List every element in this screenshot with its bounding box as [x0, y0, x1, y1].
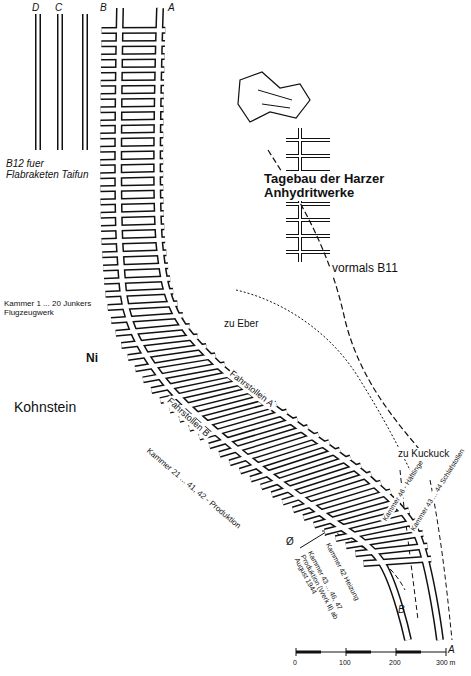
building-detail: [258, 90, 292, 108]
map-label: 300 m: [436, 659, 455, 667]
main-tunnel: [118, 8, 408, 640]
chamber: [100, 135, 163, 136]
static-features: [38, 14, 452, 656]
main-tunnel: [118, 8, 408, 640]
map-label: Ni: [86, 352, 98, 365]
map-label: B12 fuer Flabraketen Taifun: [6, 158, 98, 180]
map-label: Kammer 1 ... 20 Junkers Flugzeugwerk: [4, 300, 104, 318]
chamber: [199, 412, 287, 437]
chamber: [104, 279, 170, 281]
scale-bar: [296, 648, 446, 656]
building-outline: [238, 72, 310, 122]
map-label: B: [100, 2, 107, 13]
map-label: A: [448, 644, 455, 655]
chamber: [100, 161, 163, 162]
map-label: 100: [339, 659, 351, 667]
chamber: [101, 81, 164, 86]
chamber: [102, 253, 166, 255]
chamber: [100, 120, 163, 125]
chamber: [103, 266, 168, 268]
chamber: [102, 253, 166, 255]
chamber: [102, 240, 166, 242]
tunnel-outline: [100, 8, 440, 640]
map-label: A: [168, 2, 175, 13]
chamber: [101, 214, 164, 216]
b12-grid-inner: [38, 14, 85, 150]
chamber: [100, 201, 163, 203]
tunnel-inner: [100, 8, 440, 640]
map-label: Kammer 21 ... 41, 42 - Produktion: [144, 447, 242, 531]
chamber: [103, 266, 168, 268]
chamber: [102, 240, 166, 242]
tunnel-system: [100, 8, 440, 640]
chamber: [100, 187, 163, 188]
map-label: zu Kuckuck: [396, 448, 451, 459]
map-label: 200: [389, 659, 401, 667]
chamber: [101, 227, 164, 229]
b12-grid-outer: [38, 14, 85, 150]
chamber: [108, 304, 178, 308]
chamber: [325, 511, 409, 532]
map-label: D: [32, 2, 39, 13]
chamber: [100, 174, 163, 175]
map-label: zu Eber: [222, 318, 260, 329]
chamber: [101, 41, 165, 45]
map-label: Kammer 43 ... 46, 47 Produktion (Werk II…: [292, 548, 353, 635]
chamber: [111, 315, 183, 320]
main-tunnel: [157, 8, 440, 640]
chamber: [105, 291, 173, 294]
chamber: [101, 94, 164, 99]
chamber: [101, 55, 164, 59]
leader-line: [300, 532, 326, 548]
chamber: [104, 279, 170, 281]
chamber: [102, 28, 166, 32]
chamber: [101, 227, 164, 229]
chamber: [121, 337, 197, 346]
scale-bar-fill: [296, 651, 421, 654]
chamber: [100, 148, 163, 149]
map-label: 0: [293, 659, 297, 667]
map-label: vormals B11: [330, 262, 404, 275]
chamber: [116, 326, 190, 333]
chamber: [364, 559, 432, 563]
chamber: [100, 148, 163, 149]
map-label: C: [55, 2, 62, 13]
chamber: [116, 326, 190, 333]
chamber: [108, 304, 178, 308]
chamber: [111, 315, 183, 320]
map-label: B: [398, 604, 405, 615]
chamber: [100, 187, 163, 188]
chamber: [100, 174, 163, 175]
map-label: Tagebau der Harzer Anhydritwerke: [262, 172, 416, 201]
chamber: [105, 291, 173, 294]
chamber: [100, 161, 163, 162]
chamber: [364, 559, 432, 563]
chamber: [100, 135, 163, 136]
map-label: Kohnstein: [14, 400, 76, 415]
main-tunnel: [157, 8, 440, 640]
chamber: [101, 68, 164, 72]
chamber: [100, 201, 163, 203]
chamber: [101, 107, 164, 112]
map-label: Ø: [284, 536, 296, 547]
chamber: [101, 214, 164, 216]
